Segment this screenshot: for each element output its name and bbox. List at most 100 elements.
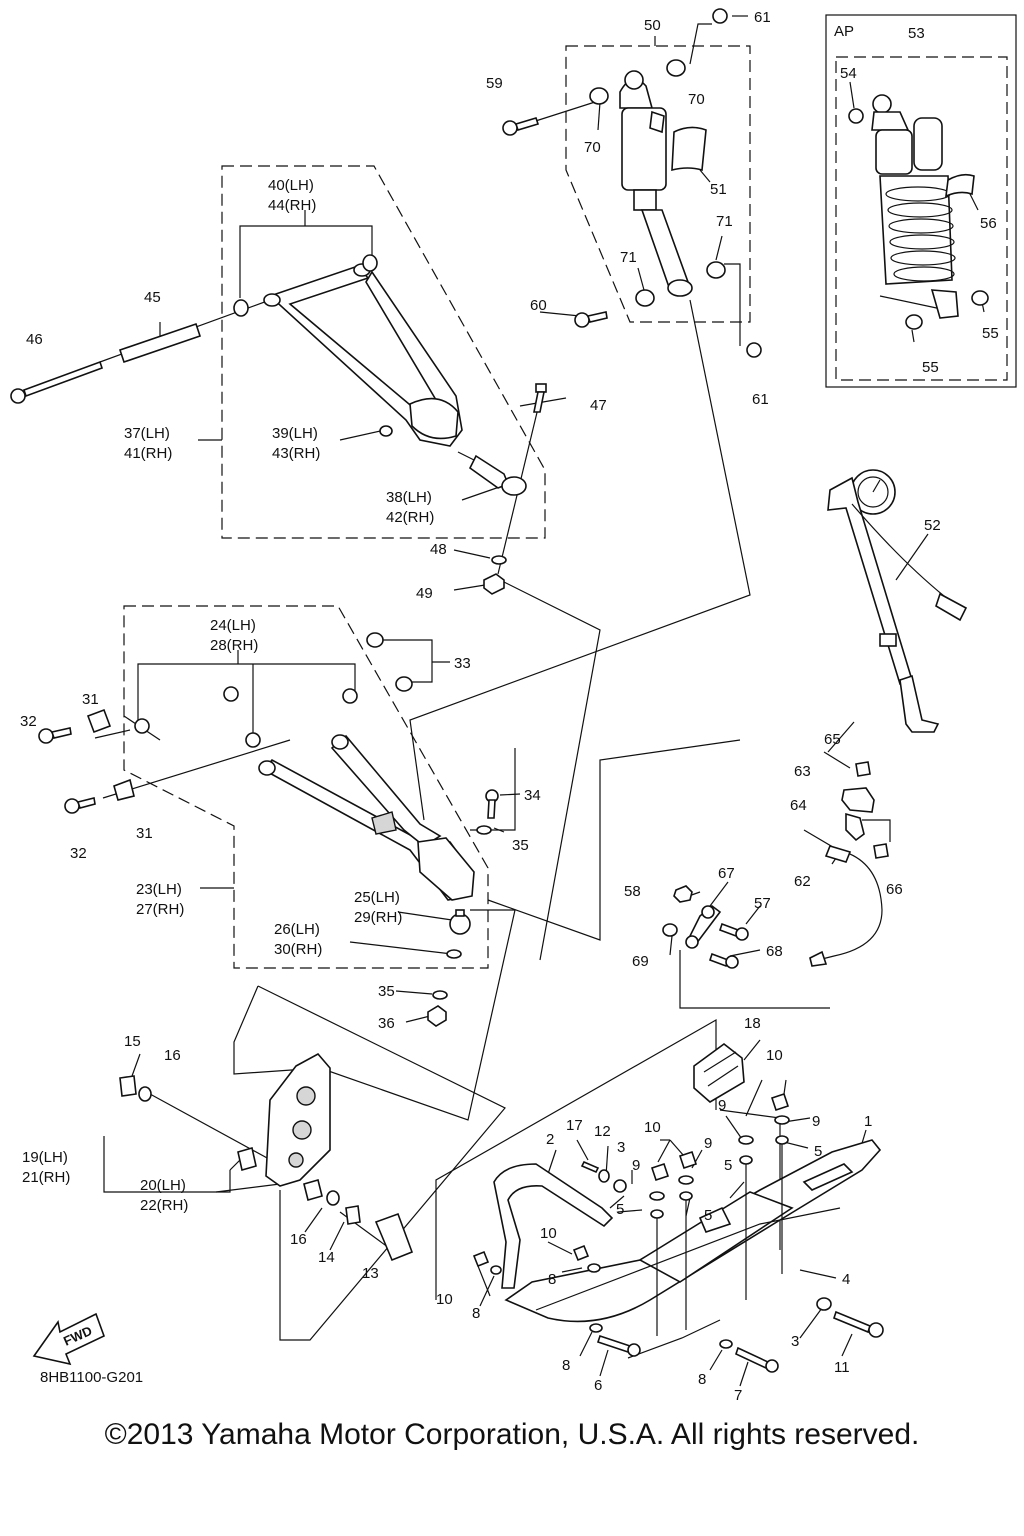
screw-66: [873, 843, 889, 859]
upper-arm-washer: [379, 425, 393, 437]
callout-59: 59: [486, 75, 503, 92]
screw-65: [855, 761, 871, 777]
lower-a-arm: [258, 734, 475, 901]
callout-62: 62: [794, 873, 811, 890]
callout-16: 16: [290, 1231, 307, 1248]
callout-labels: 1 2 3 3 4 5 5 5 5 6 7 8 8 8 8 9 9 9 9 10…: [20, 9, 999, 1404]
callout-70: 70: [584, 139, 601, 156]
bolt-68: [708, 952, 739, 969]
nut-36: [427, 1005, 447, 1027]
ap-bushing-55-left: [905, 314, 923, 330]
callout-17: 17: [566, 1117, 583, 1134]
pin-17: [580, 1160, 600, 1174]
ski-1: [504, 1139, 882, 1323]
callout-48: 48: [430, 541, 447, 558]
lower-arm-bushing-left-end: [134, 718, 150, 734]
copyright-notice: ©2013 Yamaha Motor Corporation, U.S.A. A…: [104, 1418, 920, 1451]
lower-arm-group-outline: [123, 605, 489, 969]
pressure-gauge-tool: [827, 469, 968, 733]
bolt-57: [718, 922, 749, 941]
callout-67: 67: [718, 865, 735, 882]
callout-42: 42(RH): [386, 509, 434, 526]
callout-14: 14: [318, 1249, 335, 1266]
wear-bar-4: [535, 1207, 841, 1359]
callout-31: 31: [82, 691, 99, 708]
clamp-64: [845, 812, 865, 842]
upper-arm-group-outline: [221, 165, 546, 539]
callout-63: 63: [794, 763, 811, 780]
callout-10: 10: [540, 1225, 557, 1242]
ap-bushing-55-right: [971, 290, 989, 306]
callout-16: 16: [164, 1047, 181, 1064]
callout-32: 32: [70, 845, 87, 862]
upper-arm-bushing-right: [362, 254, 378, 272]
callout-36: 36: [378, 1015, 395, 1032]
callout-33: 33: [454, 655, 471, 672]
upper-ball-joint: [468, 454, 527, 496]
callout-9: 9: [632, 1157, 640, 1174]
callout-43: 43(RH): [272, 445, 320, 462]
washers-8: [490, 1263, 733, 1349]
callout-25: 25(LH): [354, 889, 400, 906]
washer-35-lower: [432, 990, 448, 1000]
callout-10: 10: [644, 1119, 661, 1136]
callout-23: 23(LH): [136, 881, 182, 898]
shock-bushings-71: [635, 261, 726, 307]
callout-24: 24(LH): [210, 617, 256, 634]
washer-26-30: [446, 949, 462, 959]
shock-nut-61-lower: [746, 342, 762, 358]
figure-code: 8HB1100-G201: [40, 1369, 143, 1386]
ski-spindle-19-21: [265, 1052, 331, 1187]
callout-71: 71: [620, 249, 637, 266]
callout-40: 40(LH): [268, 177, 314, 194]
callout-50: 50: [644, 17, 661, 34]
washer-48: [491, 555, 507, 565]
shock-nut-61-upper: [712, 8, 728, 24]
lower-arm-sleeves-31: [86, 708, 135, 801]
fwd-arrow-icon: FWD: [32, 1312, 106, 1366]
bushings-20-22: [237, 1146, 323, 1201]
callout-ap: AP: [834, 23, 854, 40]
callout-5: 5: [814, 1143, 822, 1160]
callout-5: 5: [616, 1201, 624, 1218]
ball-joint-25-29: [449, 909, 471, 935]
ap-cover-56: [945, 173, 975, 198]
callout-12: 12: [594, 1123, 611, 1140]
callout-38: 38(LH): [386, 489, 432, 506]
callout-71: 71: [716, 213, 733, 230]
callout-30: 30(RH): [274, 941, 322, 958]
washer-3-left: [613, 1179, 627, 1193]
throttle-cable-62: [803, 829, 883, 967]
ski-saddle-18: [693, 1042, 745, 1103]
callout-45: 45: [144, 289, 161, 306]
bolt-7: [735, 1346, 779, 1373]
shock-bolt-60: [574, 311, 608, 328]
callout-51: 51: [710, 181, 727, 198]
callout-5: 5: [724, 1157, 732, 1174]
callout-60: 60: [530, 297, 547, 314]
callout-37: 37(LH): [124, 425, 170, 442]
ap-shock-group-outline: [835, 56, 1008, 381]
callout-18: 18: [744, 1015, 761, 1032]
washer-16-lower: [326, 1190, 340, 1206]
callout-68: 68: [766, 943, 783, 960]
shock-group-outline: [565, 45, 751, 323]
callout-3: 3: [617, 1139, 625, 1156]
callout-49: 49: [416, 585, 433, 602]
collar-13: [374, 1212, 414, 1262]
callout-9: 9: [812, 1113, 820, 1130]
callout-57: 57: [754, 895, 771, 912]
ap-option-box: [825, 14, 1017, 388]
callout-55: 55: [982, 325, 999, 342]
bushing-15: [119, 1075, 137, 1097]
callout-54: 54: [840, 65, 857, 82]
callout-58: 58: [624, 883, 641, 900]
front-shock-absorber: [619, 70, 693, 297]
callout-27: 27(RH): [136, 901, 184, 918]
callout-13: 13: [362, 1265, 379, 1282]
callout-53: 53: [908, 25, 925, 42]
bushing-14: [345, 1205, 361, 1225]
nut-58: [673, 885, 693, 903]
callout-26: 26(LH): [274, 921, 320, 938]
shock-bushings-70: [589, 59, 686, 105]
